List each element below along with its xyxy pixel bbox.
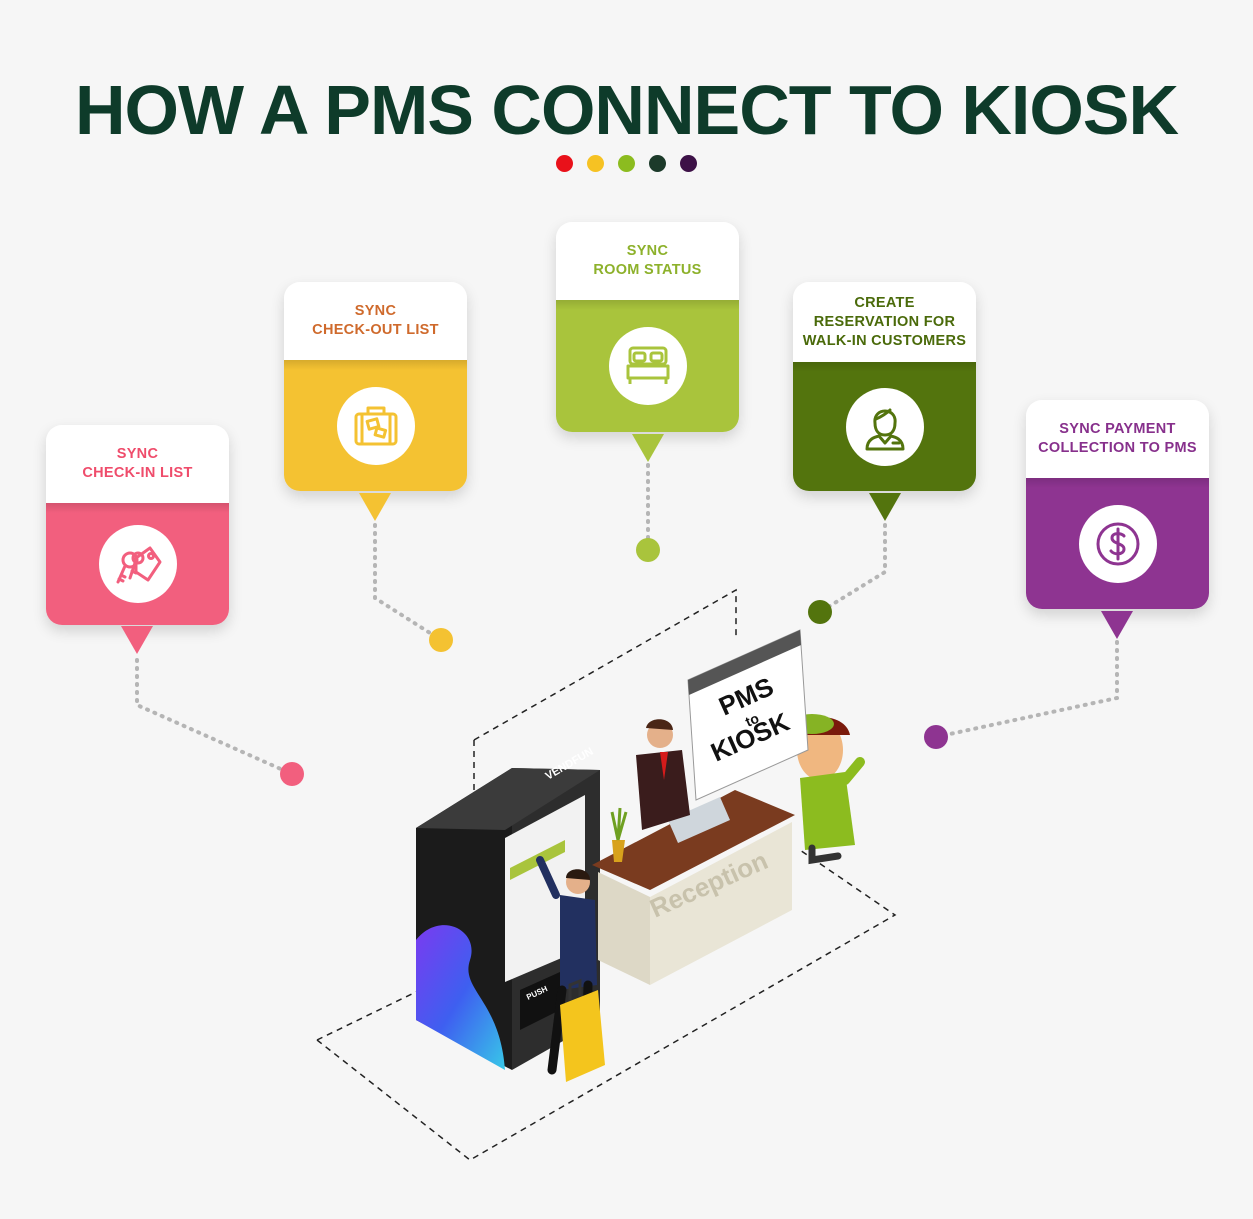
card-label: SYNC CHECK-IN LIST: [46, 425, 229, 503]
endpoint-room-status: [636, 538, 660, 562]
card-body: [556, 300, 739, 432]
icon-circle: [98, 525, 177, 603]
dot-yellow: [587, 155, 604, 172]
card-label: SYNC PAYMENT COLLECTION TO PMS: [1026, 400, 1209, 478]
connector-payment: [934, 640, 1119, 739]
icon-circle: [845, 387, 924, 466]
endpoint-payment: [924, 725, 948, 749]
dollar-icon: [1096, 522, 1139, 565]
receptionist-figure: [636, 719, 690, 830]
bed-icon: [626, 346, 669, 384]
card-body: [793, 362, 976, 491]
reception-desk: Reception: [592, 790, 795, 985]
card-label: SYNC ROOM STATUS: [556, 222, 739, 300]
icon-circle: [608, 327, 687, 405]
card-body: [46, 503, 229, 625]
keys-tag-icon: [116, 546, 161, 584]
pointer-room-status: [632, 434, 664, 462]
dot-purple: [680, 155, 697, 172]
card-sync-room-status: SYNC ROOM STATUS: [556, 222, 739, 432]
suitcase-icon: [354, 406, 397, 445]
pointer-payment: [1101, 611, 1133, 639]
pms-to-kiosk-sign: PMS to KIOSK: [687, 629, 809, 801]
receptionist-icon: [865, 408, 904, 450]
connector-check-out: [373, 523, 443, 642]
color-dots: [0, 155, 1253, 172]
pointer-check-in: [121, 626, 153, 654]
card-sync-check-in: SYNC CHECK-IN LIST: [46, 425, 229, 625]
customer-figure: [536, 856, 605, 1082]
pointer-reservation: [869, 493, 901, 521]
icon-circle: [336, 386, 415, 465]
sign-line-to: to: [743, 710, 762, 730]
connector-check-in: [135, 658, 294, 776]
endpoint-reservation: [808, 600, 832, 624]
endpoint-check-in: [280, 762, 304, 786]
icon-circle: [1078, 504, 1157, 583]
card-sync-check-out: SYNC CHECK-OUT LIST: [284, 282, 467, 491]
page-title: HOW A PMS CONNECT TO KIOSK: [74, 71, 1179, 149]
card-body: [284, 360, 467, 491]
bellboy-mascot: [790, 714, 865, 865]
card-label: SYNC CHECK-OUT LIST: [284, 282, 467, 360]
dot-dark-green: [649, 155, 666, 172]
card-body: [1026, 478, 1209, 609]
endpoint-check-out: [429, 628, 453, 652]
connector-reservation: [818, 523, 887, 614]
floor-outline: [316, 588, 897, 1161]
card-sync-payment: SYNC PAYMENT COLLECTION TO PMS: [1026, 400, 1209, 609]
card-label: CREATE RESERVATION FOR WALK-IN CUSTOMERS: [793, 282, 976, 362]
dot-red: [556, 155, 573, 172]
dot-green: [618, 155, 635, 172]
pointer-check-out: [359, 493, 391, 521]
card-create-reservation: CREATE RESERVATION FOR WALK-IN CUSTOMERS: [793, 282, 976, 491]
